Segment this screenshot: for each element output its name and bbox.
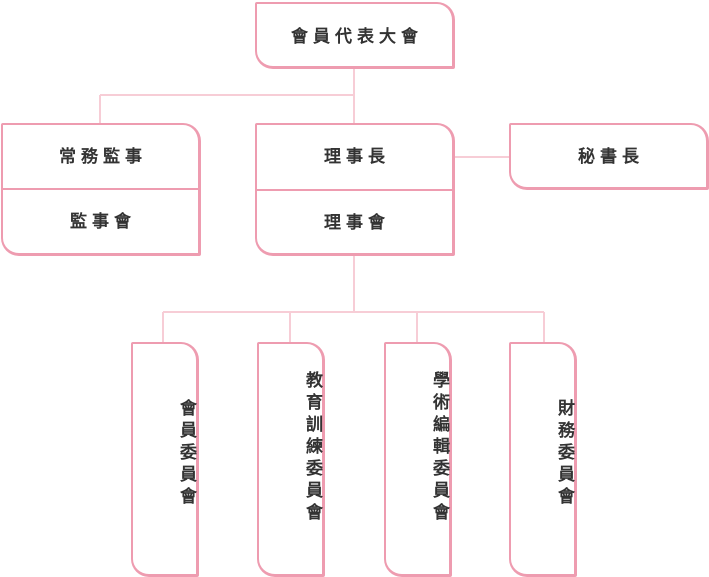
committee-box-finance: 財務委員會 [509, 342, 577, 577]
secretary-general-label: 秘書長 [578, 147, 644, 167]
committee-label-academic-editorial: 學術編輯委員會 [429, 371, 449, 525]
board-of-supervisors-label: 監事會 [70, 212, 136, 232]
secretary-general-box: 秘書長 [509, 123, 709, 190]
committee-label-membership: 會員委員會 [176, 399, 196, 509]
chairperson-label: 理事長 [324, 147, 390, 167]
committee-box-academic-editorial: 學術編輯委員會 [384, 342, 452, 577]
general-assembly-box: 會員代表大會 [255, 2, 455, 69]
committee-label-finance: 財務委員會 [554, 399, 574, 509]
chair-box: 理事長 理事會 [255, 123, 455, 256]
managing-supervisor-label: 常務監事 [59, 147, 147, 167]
supervisor-box: 常務監事 監事會 [1, 123, 201, 256]
committee-box-education-training: 教育訓練委員會 [257, 342, 325, 577]
general-assembly-label: 會員代表大會 [291, 27, 423, 47]
chair-divider [257, 189, 452, 191]
committee-label-education-training: 教育訓練委員會 [302, 371, 322, 525]
board-of-directors-label: 理事會 [324, 213, 390, 233]
committee-box-membership: 會員委員會 [131, 342, 199, 577]
supervisor-divider [3, 188, 198, 190]
